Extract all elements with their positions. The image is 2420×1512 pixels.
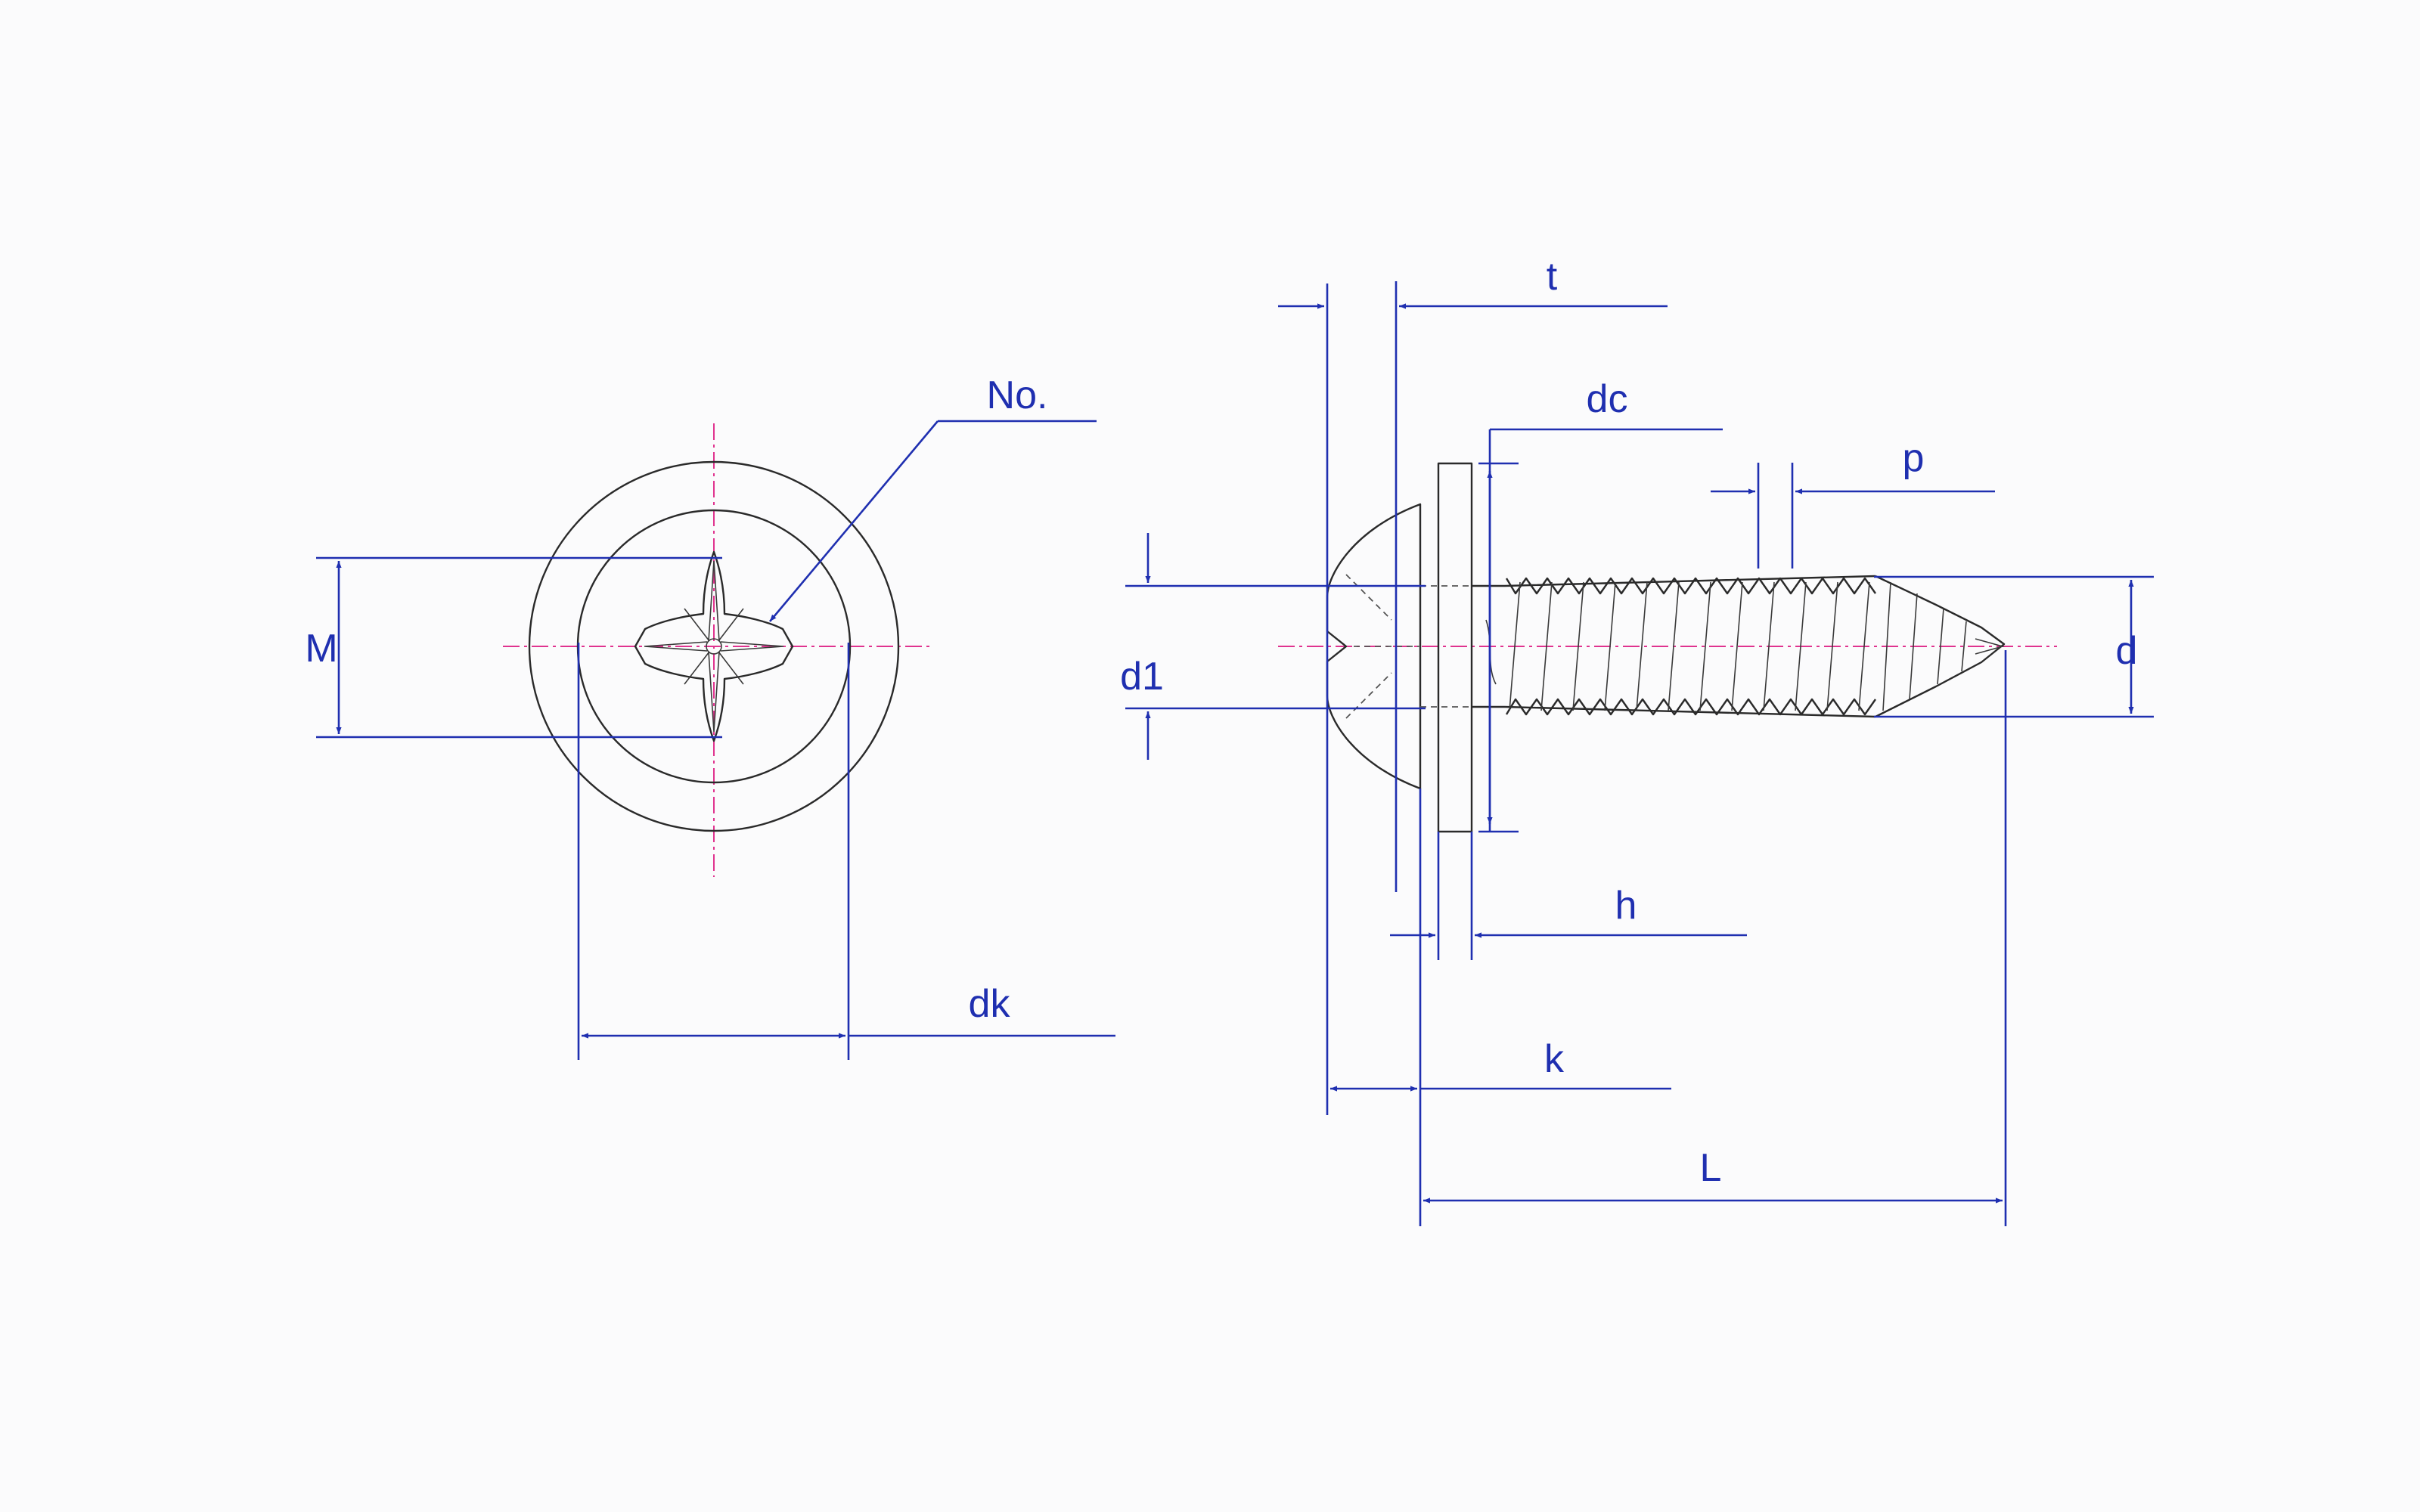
label-M: M — [305, 627, 337, 671]
label-L: L — [1700, 1146, 1722, 1190]
dimension-p — [1711, 463, 1995, 569]
label-dc: dc — [1587, 377, 1628, 421]
screw-head — [1326, 503, 1422, 790]
label-d: d — [2116, 629, 2138, 673]
dimension-d1 — [1125, 533, 1426, 760]
dimension-M — [316, 556, 722, 739]
dimension-L — [1423, 650, 2007, 1226]
label-p: p — [1903, 436, 1925, 480]
label-No: No. — [987, 373, 1048, 417]
washer-outer-circle — [528, 460, 900, 832]
label-k: k — [1544, 1037, 1565, 1081]
front-view: M No. dk — [305, 373, 1115, 1060]
thread-body — [1504, 575, 2006, 718]
dimension-k — [1330, 789, 1671, 1226]
phillips-recess — [634, 550, 794, 742]
side-view: t dc p d1 — [1120, 255, 2154, 1226]
washer — [1437, 462, 1473, 833]
label-d1: d1 — [1120, 655, 1164, 699]
label-h: h — [1615, 884, 1637, 928]
dimension-d — [1874, 575, 2154, 718]
label-t: t — [1547, 255, 1558, 299]
dimension-h — [1390, 832, 1747, 960]
dimension-dc — [1478, 428, 1723, 833]
dimension-dk — [577, 643, 1115, 1060]
label-dk: dk — [969, 982, 1011, 1026]
head-slot-hidden — [1345, 574, 1420, 719]
leader-No — [769, 420, 1097, 622]
